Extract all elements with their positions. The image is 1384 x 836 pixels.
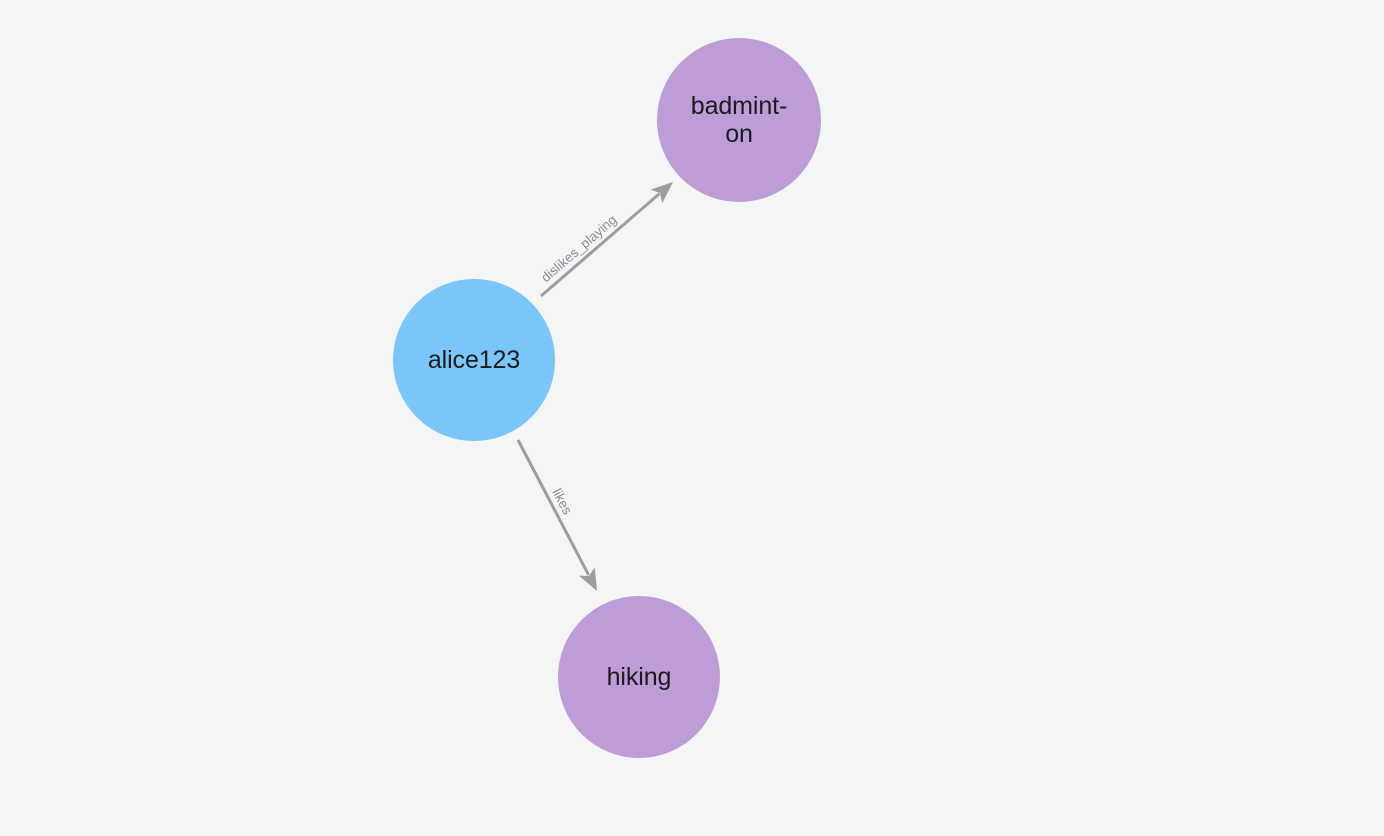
graph-node-badminton[interactable]: badmint- on [657,38,821,202]
edge-line [516,439,590,576]
graph-node-label: hiking [606,663,672,691]
graph-node-label: alice123 [427,346,521,374]
graph-node-alice123[interactable]: alice123 [393,279,555,441]
edge-arrowhead-icon [650,182,673,204]
graph-node-hiking[interactable]: hiking [558,596,720,758]
graph-edge[interactable] [516,439,597,591]
graph-edge[interactable] [540,182,673,298]
edge-arrowhead-icon [578,567,597,591]
edge-line [540,192,661,298]
graph-node-label: badmint- on [690,92,788,148]
